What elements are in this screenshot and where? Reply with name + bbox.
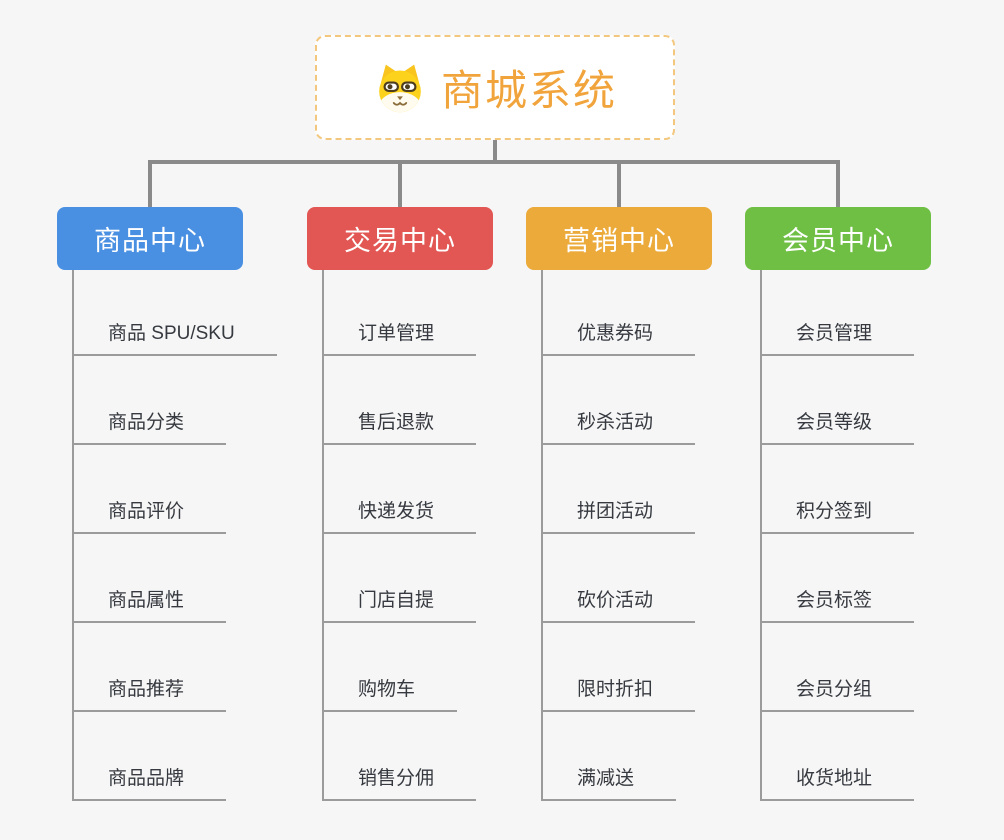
leaf-item[interactable]: 商品品牌 bbox=[74, 766, 227, 801]
leaf-item[interactable]: 商品属性 bbox=[74, 588, 227, 623]
leaf-item[interactable]: 会员管理 bbox=[762, 321, 915, 356]
leaf-item[interactable]: 限时折扣 bbox=[543, 677, 696, 712]
branch-box-products[interactable]: 商品中心 bbox=[57, 207, 243, 270]
connector-drop-2 bbox=[398, 162, 402, 207]
branch-column-trade: 订单管理售后退款快递发货门店自提购物车销售分佣 bbox=[322, 270, 552, 801]
branch-box-trade[interactable]: 交易中心 bbox=[307, 207, 493, 270]
leaf-item[interactable]: 秒杀活动 bbox=[543, 410, 696, 445]
connector-drop-1 bbox=[148, 162, 152, 207]
leaf-item[interactable]: 会员分组 bbox=[762, 677, 915, 712]
leaf-item[interactable]: 会员等级 bbox=[762, 410, 915, 445]
branch-column-members: 会员管理会员等级积分签到会员标签会员分组收货地址 bbox=[760, 270, 990, 801]
connector-drop-3 bbox=[617, 162, 621, 207]
leaf-item[interactable]: 销售分佣 bbox=[324, 766, 477, 801]
leaf-item[interactable]: 商品分类 bbox=[74, 410, 227, 445]
leaf-item[interactable]: 砍价活动 bbox=[543, 588, 696, 623]
branch-column-products: 商品 SPU/SKU 商品分类商品评价商品属性商品推荐商品品牌 bbox=[72, 270, 302, 801]
leaf-item[interactable]: 会员标签 bbox=[762, 588, 915, 623]
leaf-item[interactable]: 收货地址 bbox=[762, 766, 915, 801]
leaf-item[interactable]: 拼团活动 bbox=[543, 499, 696, 534]
branch-column-marketing: 优惠券码秒杀活动拼团活动砍价活动限时折扣满减送 bbox=[541, 270, 771, 801]
branch-box-members[interactable]: 会员中心 bbox=[745, 207, 931, 270]
connector-bus bbox=[148, 160, 840, 164]
leaf-item[interactable]: 购物车 bbox=[324, 677, 458, 712]
leaf-item[interactable]: 商品推荐 bbox=[74, 677, 227, 712]
root-title: 商城系统 bbox=[440, 67, 617, 114]
leaf-item[interactable]: 订单管理 bbox=[324, 321, 477, 356]
leaf-item[interactable]: 快递发货 bbox=[324, 499, 477, 534]
leaf-item[interactable]: 商品 SPU/SKU bbox=[74, 321, 277, 356]
leaf-item[interactable]: 优惠券码 bbox=[543, 321, 696, 356]
leaf-item[interactable]: 积分签到 bbox=[762, 499, 915, 534]
branch-box-marketing[interactable]: 营销中心 bbox=[526, 207, 712, 270]
doge-icon bbox=[379, 64, 421, 112]
leaf-item[interactable]: 商品评价 bbox=[74, 499, 227, 534]
root-node[interactable]: 商城系统 bbox=[315, 35, 675, 140]
leaf-item[interactable]: 门店自提 bbox=[324, 588, 477, 623]
leaf-item[interactable]: 满减送 bbox=[543, 766, 677, 801]
connector-drop-4 bbox=[836, 162, 840, 207]
leaf-item[interactable]: 售后退款 bbox=[324, 410, 477, 445]
connector-root-drop bbox=[493, 140, 497, 164]
